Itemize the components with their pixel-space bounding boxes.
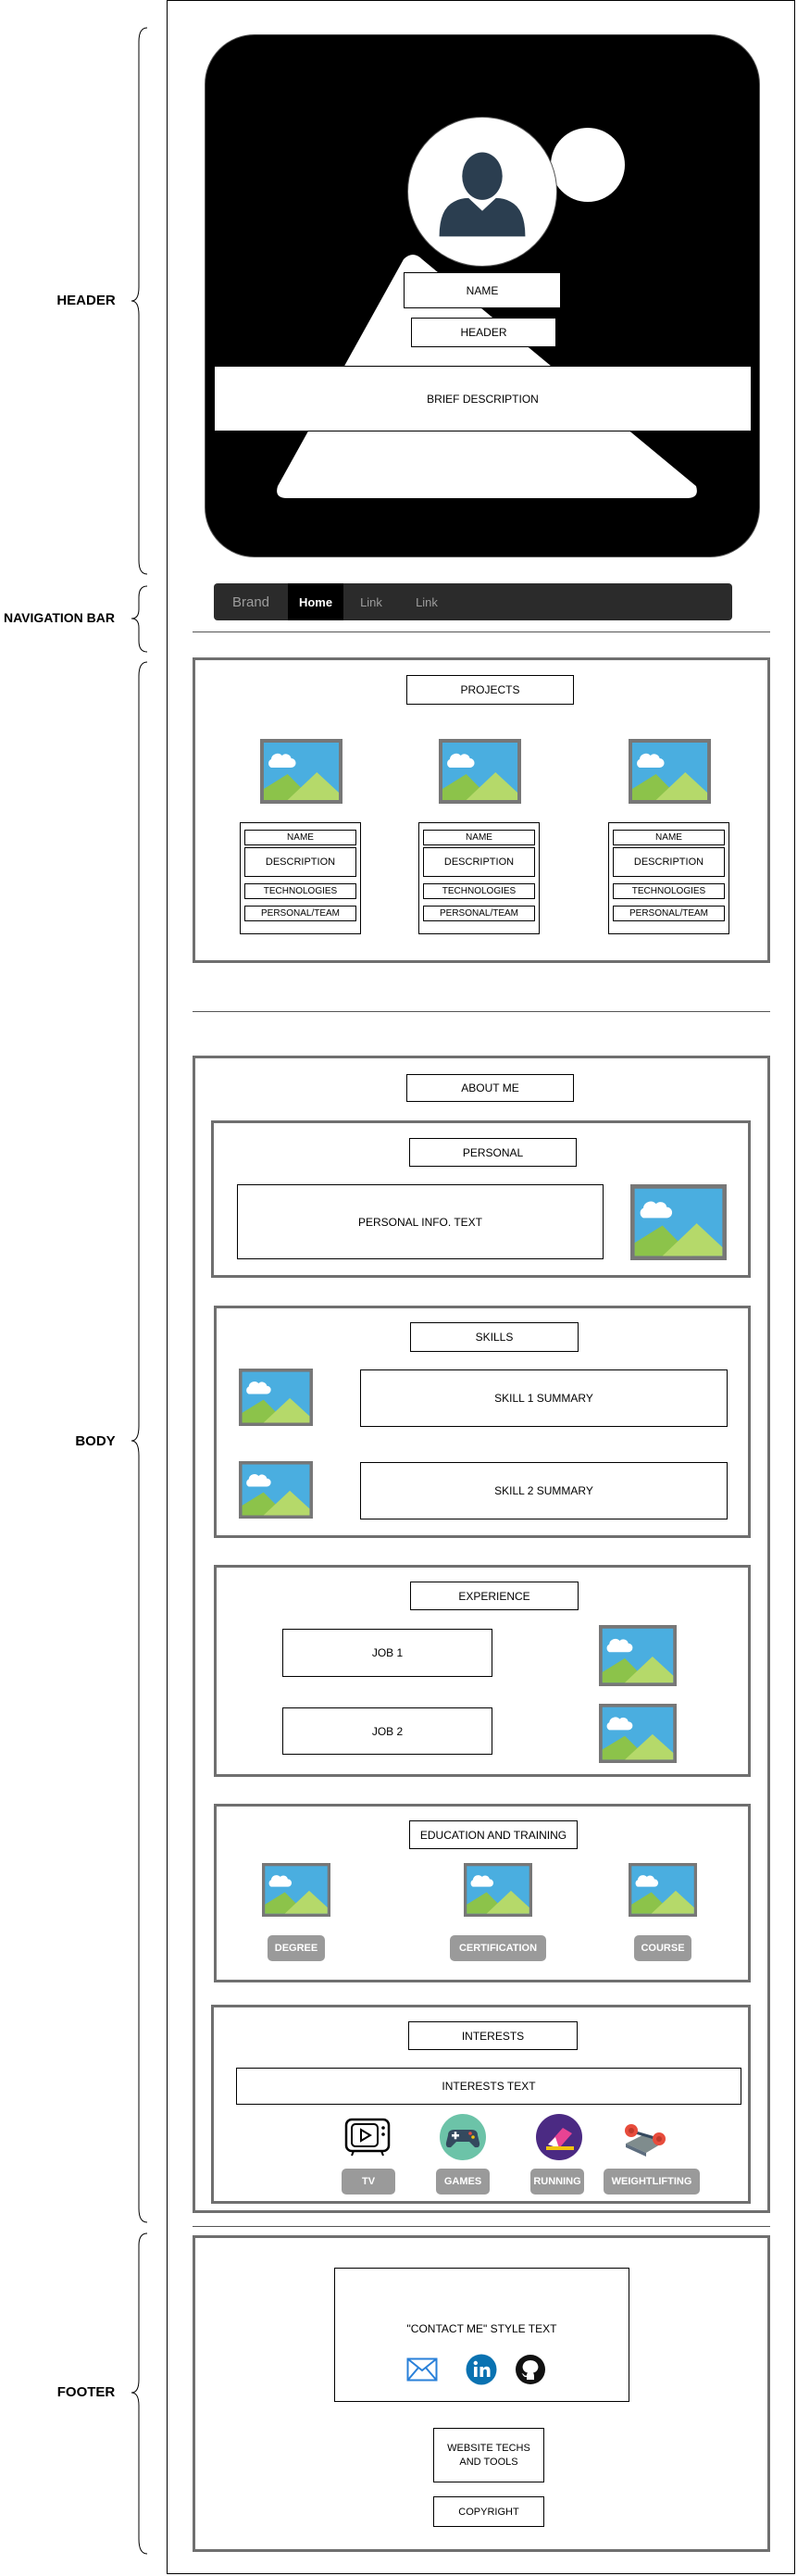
image-placeholder-icon (239, 1461, 313, 1519)
website-techs: WEBSITE TECHS AND TOOLS (433, 2428, 544, 2482)
education-2-image (464, 1863, 532, 1917)
project-card-field: DESCRIPTION (423, 847, 535, 877)
project-3-image (629, 739, 711, 804)
personal-image (630, 1184, 727, 1260)
project-2-image (439, 739, 521, 804)
navbar: Brand Home Link Link (214, 583, 732, 620)
project-1-image (260, 739, 342, 804)
header-brief-description: BRIEF DESCRIPTION (214, 366, 752, 431)
image-placeholder-icon (464, 1863, 532, 1917)
education-title: EDUCATION AND TRAINING (409, 1820, 578, 1849)
interest-tv-badge[interactable]: TV (342, 2169, 395, 2195)
side-braces (131, 27, 148, 2555)
image-placeholder-icon (439, 739, 521, 804)
project-card-field: PERSONAL/TEAM (613, 906, 725, 921)
project-card-field: NAME (613, 830, 725, 845)
gamepad-icon (440, 2114, 486, 2160)
project-card-field: DESCRIPTION (613, 847, 725, 877)
navigation-bar-section-label: NAVIGATION BAR (3, 610, 116, 625)
contact-text: "CONTACT ME" STYLE TEXT (406, 2322, 557, 2335)
nav-link-2[interactable]: Link (416, 594, 438, 609)
job-2: JOB 2 (282, 1707, 492, 1755)
github-icon[interactable] (516, 2355, 545, 2384)
running-icon (536, 2114, 582, 2160)
skill-2-summary: SKILL 2 SUMMARY (360, 1462, 728, 1519)
nav-brand[interactable]: Brand (231, 594, 270, 610)
interest-running-badge[interactable]: RUNNING (530, 2169, 584, 2195)
avatar (407, 117, 557, 267)
divider (193, 631, 770, 632)
education-certification-badge[interactable]: CERTIFICATION (450, 1935, 546, 1961)
experience-title: EXPERIENCE (410, 1582, 579, 1610)
body-section-label: BODY (75, 1433, 116, 1449)
project-card-field: TECHNOLOGIES (613, 883, 725, 899)
divider (193, 1011, 770, 1012)
image-placeholder-icon (260, 739, 342, 804)
image-placeholder-icon (239, 1369, 313, 1426)
project-card-field: PERSONAL/TEAM (423, 906, 535, 921)
job-2-image (599, 1704, 677, 1763)
divider (193, 2226, 770, 2227)
interests-title: INTERESTS (408, 2021, 578, 2050)
image-placeholder-icon (599, 1704, 677, 1763)
header-title: HEADER (411, 318, 556, 347)
image-placeholder-icon (629, 1863, 697, 1917)
skill-1-summary: SKILL 1 SUMMARY (360, 1369, 728, 1427)
image-placeholder-icon (629, 739, 711, 804)
copyright: COPYRIGHT (433, 2496, 544, 2527)
about-me-title: ABOUT ME (406, 1074, 574, 1102)
projects-title: PROJECTS (406, 675, 574, 705)
email-icon[interactable] (406, 2357, 438, 2382)
job-1-image (599, 1625, 677, 1686)
image-placeholder-icon (599, 1625, 677, 1686)
education-degree-badge[interactable]: DEGREE (268, 1935, 325, 1961)
footer-section-label: FOOTER (56, 2384, 116, 2400)
header-name: NAME (404, 272, 561, 308)
interest-weightlifting-badge[interactable]: WEIGHTLIFTING (604, 2169, 700, 2195)
job-1: JOB 1 (282, 1629, 492, 1677)
user-icon (439, 152, 526, 237)
education-3-image (629, 1863, 697, 1917)
project-card-field: NAME (244, 830, 356, 845)
skill-1-image (239, 1369, 313, 1426)
skill-2-image (239, 1461, 313, 1519)
project-card-field: TECHNOLOGIES (244, 883, 356, 899)
linkedin-icon[interactable] (466, 2354, 497, 2385)
interest-games-badge[interactable]: GAMES (436, 2169, 490, 2195)
education-1-image (262, 1863, 330, 1917)
image-placeholder-icon (630, 1184, 727, 1260)
project-card-field: TECHNOLOGIES (423, 883, 535, 899)
project-card-field: NAME (423, 830, 535, 845)
nav-link-1[interactable]: Link (360, 594, 382, 609)
image-placeholder-icon (262, 1863, 330, 1917)
weightlifting-icon (625, 2124, 666, 2157)
skills-title: SKILLS (410, 1322, 579, 1352)
tv-icon (344, 2118, 391, 2157)
nav-home[interactable]: Home (288, 583, 343, 620)
header-section-label: HEADER (56, 293, 116, 308)
interests-text: INTERESTS TEXT (236, 2068, 741, 2105)
project-card-field: PERSONAL/TEAM (244, 906, 356, 921)
banner-circle (551, 128, 625, 202)
page-frame (167, 0, 795, 2574)
personal-info-text: PERSONAL INFO. TEXT (237, 1184, 604, 1259)
education-course-badge[interactable]: COURSE (634, 1935, 691, 1961)
project-card-field: DESCRIPTION (244, 847, 356, 877)
personal-title: PERSONAL (409, 1138, 577, 1167)
